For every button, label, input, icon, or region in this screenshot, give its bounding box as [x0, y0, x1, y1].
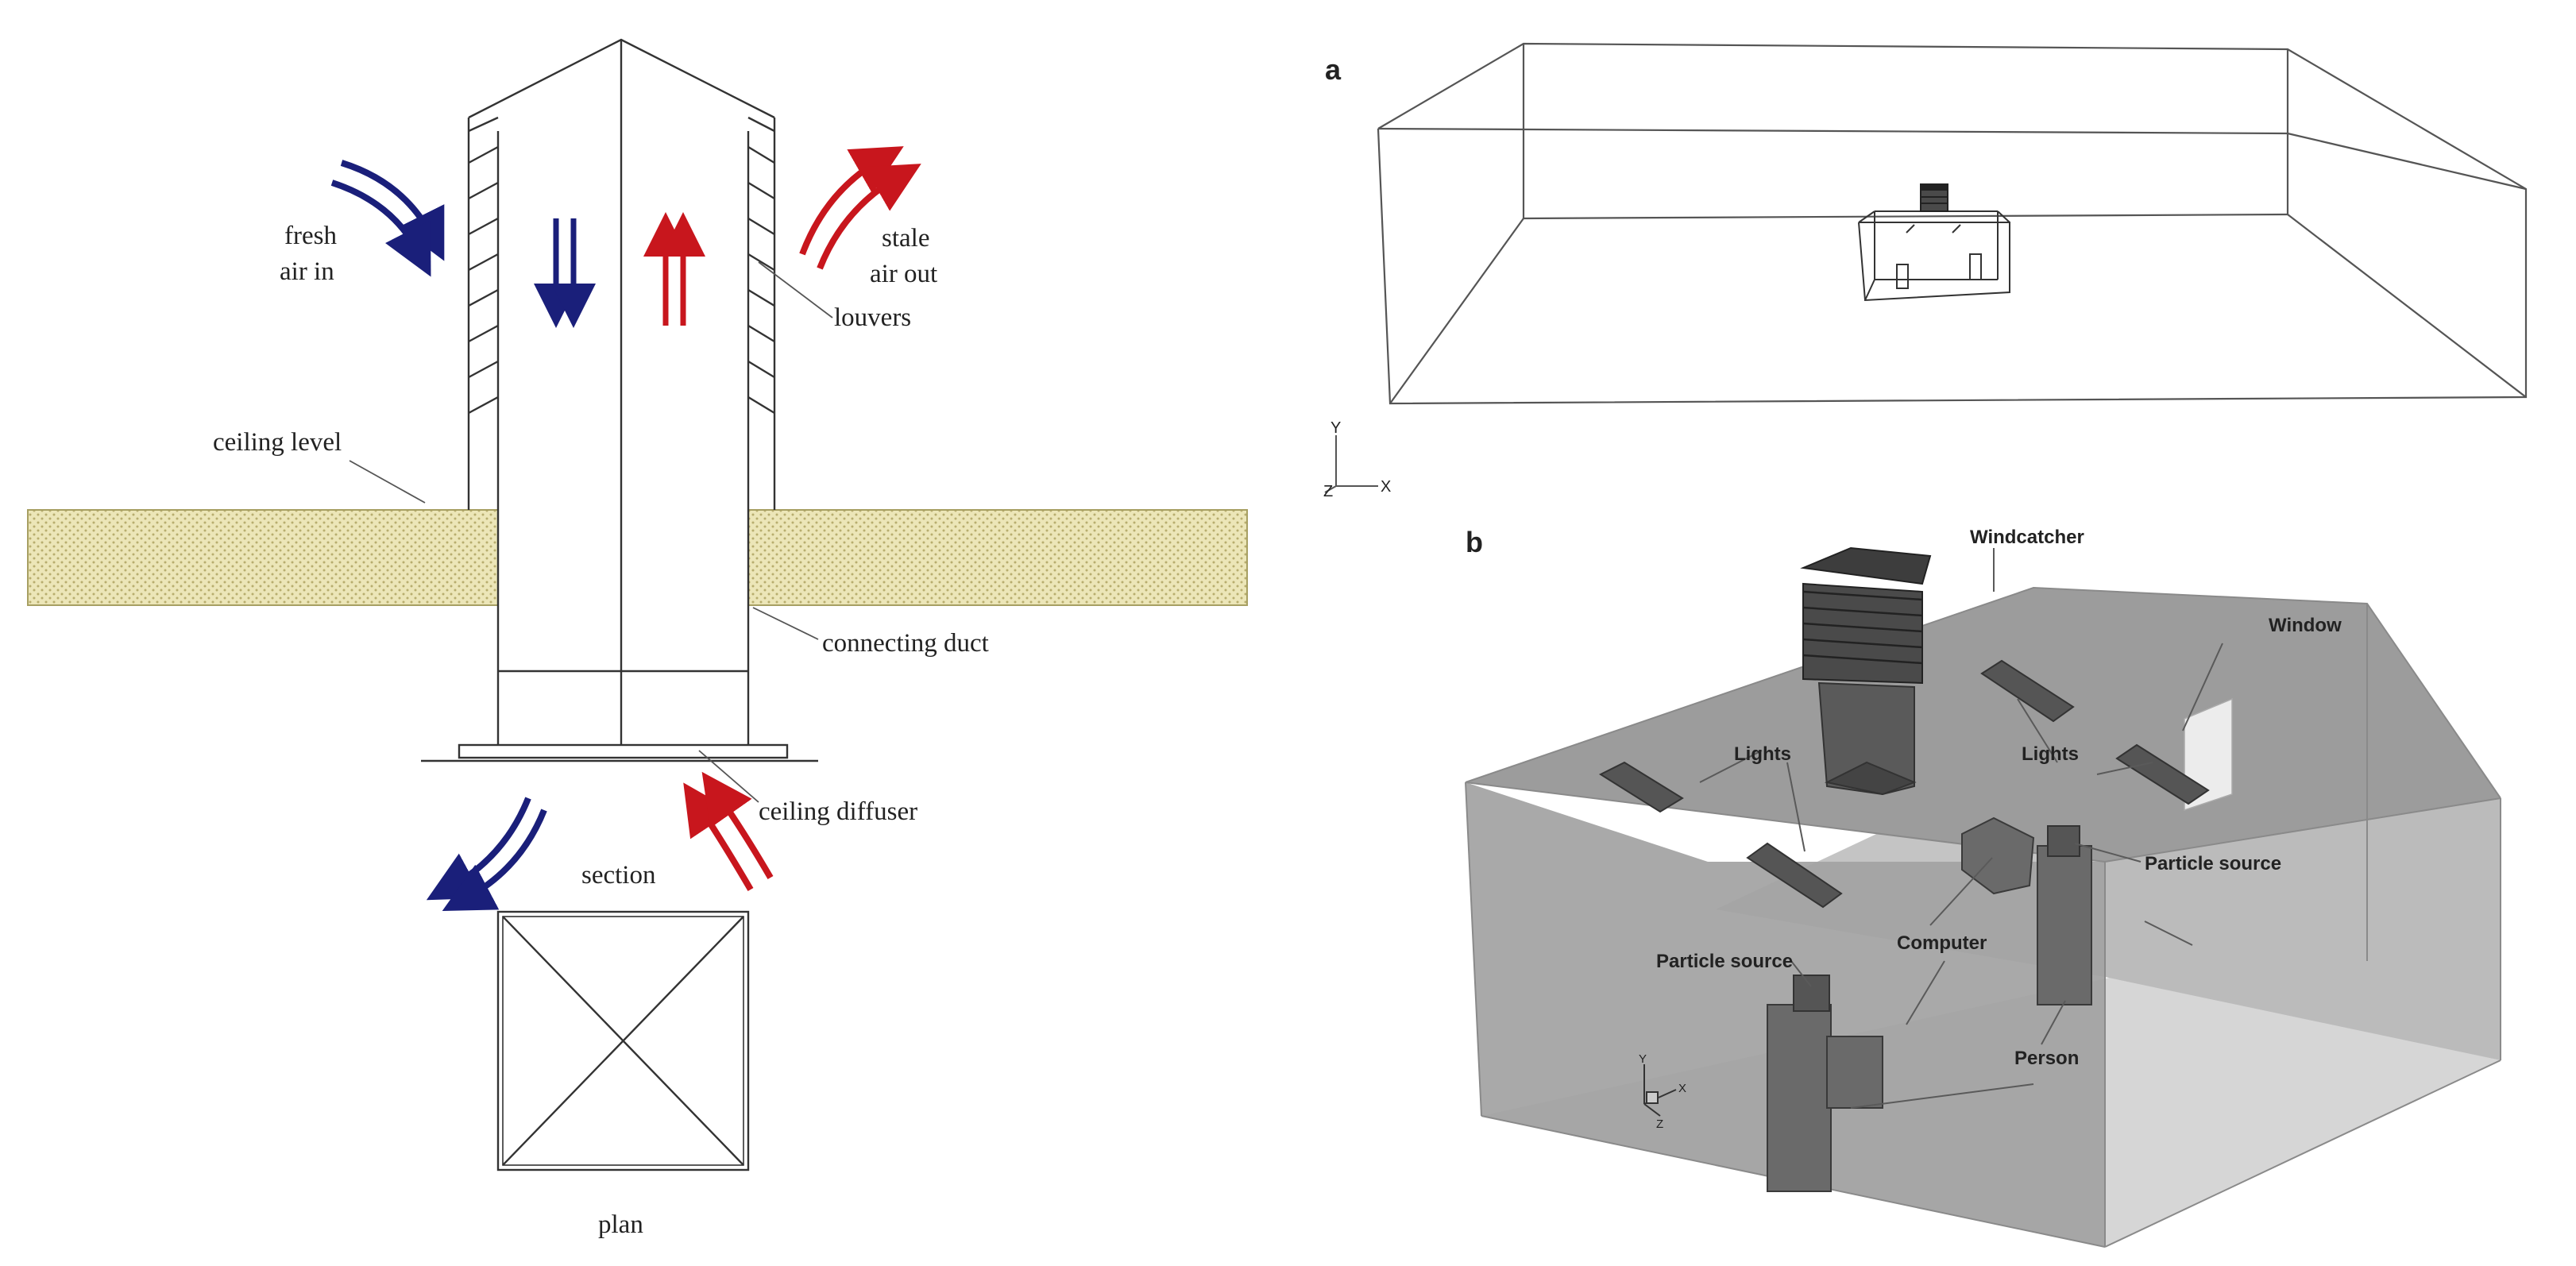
panel-b-label: b	[1466, 526, 1483, 558]
axis-z-label-b: Z	[1656, 1117, 1663, 1131]
axis-y-label-b: Y	[1639, 1052, 1647, 1066]
stale-air-out-arrow	[799, 146, 921, 270]
section-label: section	[581, 861, 655, 890]
person-left	[1767, 975, 1883, 1192]
ceiling-diffuser-label: ceiling diffuser	[759, 797, 917, 826]
room-edges	[1465, 586, 2501, 1248]
ceiling-level-leader	[349, 460, 426, 504]
louvers-leader	[758, 261, 833, 318]
plan-box-inner	[502, 916, 744, 1166]
axis-x-label-b: X	[1678, 1082, 1686, 1095]
axis-triad-b	[1643, 1064, 1677, 1117]
panel-a-label: a	[1325, 53, 1342, 86]
connecting-duct-leader	[752, 607, 819, 640]
left-louvers	[468, 145, 499, 415]
light-3	[1980, 659, 2075, 723]
axis-y-label-a: Y	[1330, 419, 1341, 437]
stale-air-label-line1: stale	[882, 224, 929, 253]
light-1	[1598, 761, 1684, 813]
up-flow-arrows	[643, 212, 705, 326]
fresh-air-in-arrow	[330, 160, 445, 277]
windcatcher-3d	[1800, 546, 1932, 796]
fresh-air-label-line1: fresh	[284, 222, 337, 250]
ceiling-slab-right	[747, 509, 1248, 606]
panel-b-room-3d: b	[1465, 526, 2501, 1248]
particle-source-right-label: Particle source	[2145, 853, 2281, 874]
person-right	[2037, 825, 2092, 1005]
ceiling-level-label: ceiling level	[213, 428, 342, 457]
connecting-duct-label: connecting duct	[822, 629, 989, 658]
ceiling-diffuser-leader	[698, 750, 759, 803]
light-4	[2115, 743, 2210, 805]
inner-right-top	[747, 116, 775, 133]
room-ceiling	[1466, 588, 2501, 862]
right-louvers	[747, 145, 775, 415]
supply-out-arrow	[426, 797, 547, 911]
lights-right-label: Lights	[2022, 743, 2079, 765]
computer-box	[1961, 816, 2035, 895]
windcatcher-miniature	[1920, 183, 1948, 212]
inner-room-miniature	[1858, 210, 2010, 302]
panel-a-room-model: a	[1323, 42, 2528, 500]
axis-x-label-a: X	[1381, 478, 1391, 496]
ceiling-diffuser-plate	[458, 743, 789, 759]
stale-air-label-line2: air out	[870, 260, 937, 288]
plan-box	[496, 910, 750, 1171]
fresh-air-label-line2: air in	[280, 257, 334, 286]
plan-diagonal-2	[502, 916, 744, 1166]
windcatcher-label: Windcatcher	[1970, 527, 2084, 548]
inner-left-top	[468, 116, 499, 133]
windcatcher-section-diagram: fresh air in stale air out louvers ceili…	[27, 38, 1248, 1239]
particle-source-left-label: Particle source	[1656, 951, 1793, 972]
plan-label: plan	[598, 1210, 643, 1239]
down-flow-arrows	[534, 218, 596, 328]
lights-left-label: Lights	[1734, 743, 1791, 765]
return-in-arrow	[683, 771, 774, 892]
computer-label: Computer	[1897, 932, 1987, 954]
ceiling-slab-left	[27, 509, 499, 606]
room-wireframe	[1377, 42, 2528, 405]
light-2	[1746, 842, 1843, 909]
window-label: Window	[2269, 615, 2342, 636]
person-label: Person	[2014, 1048, 2079, 1069]
axis-triad-a	[1324, 435, 1378, 493]
louvers-label: louvers	[834, 303, 911, 332]
panel-b-leaders	[1699, 548, 2223, 1109]
axis-z-label-a: Z	[1323, 483, 1333, 500]
